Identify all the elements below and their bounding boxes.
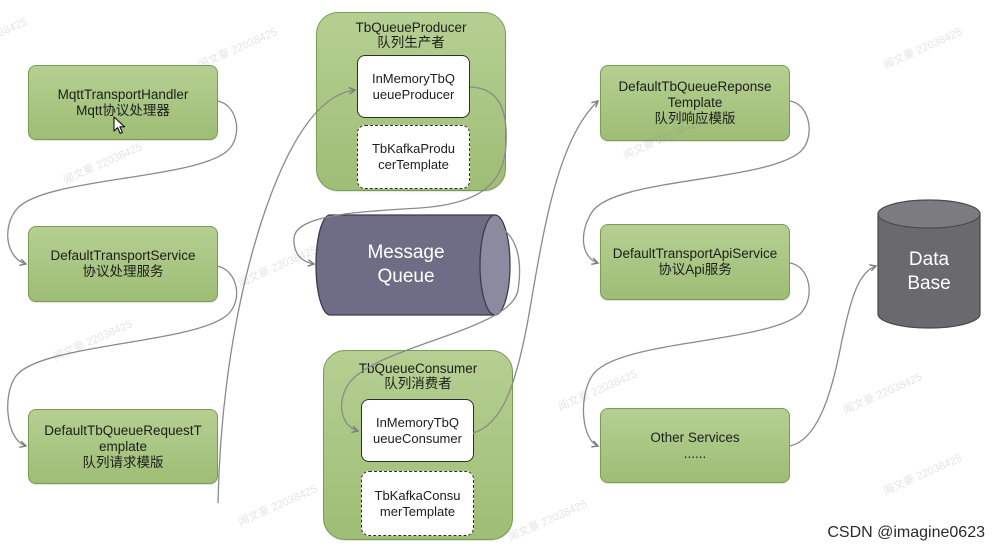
response-template-box: DefaultTbQueueReponse Template 队列响应模版 — [600, 65, 790, 141]
response-template-desc: 队列响应模版 — [654, 111, 736, 126]
message-queue-label: Message Queue — [316, 241, 496, 289]
in-memory-consumer-name-part2: ueueConsumer — [373, 430, 462, 446]
source-credit: CSDN @imagine0623 — [827, 524, 985, 541]
default-transport-service-desc: 协议处理服务 — [82, 264, 164, 279]
producer-group-subtitle: 队列生产者 — [377, 35, 445, 50]
other-services-box: Other Services ...... — [600, 408, 790, 483]
database-label: Data Base — [878, 248, 980, 296]
kafka-producer-name-part1: TbKafkaProdu — [371, 141, 456, 156]
transport-api-service-box: DefaultTransportApiService 协议Api服务 — [600, 224, 790, 300]
watermark: 闻文豪 22038425 — [236, 483, 320, 529]
kafka-consumer-box: TbKafkaConsu merTemplate — [361, 471, 474, 536]
message-queue-label-line2: Queue — [377, 266, 435, 287]
response-template-name-part1: DefaultTbQueueReponse — [618, 79, 772, 94]
transport-api-service-desc: 协议Api服务 — [658, 262, 732, 277]
watermark: 闻文豪 22038425 — [236, 244, 320, 290]
watermark: 闻文豪 22038425 — [506, 498, 590, 544]
in-memory-consumer-name-part1: InMemoryTbQ — [375, 414, 460, 430]
producer-group-title: TbQueueProducer — [355, 20, 467, 35]
other-services-ellipsis: ...... — [683, 445, 707, 461]
request-template-box: DefaultTbQueueRequestT emplate 队列请求模版 — [28, 409, 218, 484]
request-template-name-part1: DefaultTbQueueRequestT — [44, 422, 202, 438]
connector-other-services-to-database — [789, 264, 878, 447]
database-label-line2: Base — [907, 273, 951, 294]
consumer-group-heading: TbQueueConsumer 队列消费者 — [324, 361, 512, 391]
consumer-group-subtitle: 队列消费者 — [384, 376, 452, 391]
database-label-line1: Data — [908, 249, 950, 270]
producer-group-heading: TbQueueProducer 队列生产者 — [317, 20, 505, 50]
watermark: 闻文豪 22038425 — [0, 16, 30, 62]
watermark: 闻文豪 22038425 — [881, 452, 965, 498]
transport-api-service-name: DefaultTransportApiService — [612, 246, 778, 261]
consumer-group-title: TbQueueConsumer — [358, 361, 478, 376]
watermark: 闻文豪 22038425 — [841, 371, 925, 417]
tb-queue-consumer-group: TbQueueConsumer 队列消费者 InMemoryTbQ ueueCo… — [323, 350, 513, 540]
kafka-producer-name-part2: cerTemplate — [378, 157, 449, 172]
tb-queue-producer-group: TbQueueProducer 队列生产者 InMemoryTbQ ueuePr… — [316, 12, 506, 191]
default-transport-service-name: DefaultTransportService — [50, 248, 196, 263]
response-template-name-part2: Template — [667, 95, 723, 110]
in-memory-producer-name-part1: InMemoryTbQ — [371, 70, 456, 86]
watermark: 闻文豪 22038425 — [61, 141, 145, 187]
watermark: 闻文豪 22038425 — [51, 318, 135, 364]
watermark: 闻文豪 22038425 — [881, 26, 965, 72]
request-template-name-part2: emplate — [98, 438, 148, 454]
other-services-name: Other Services — [650, 429, 740, 445]
kafka-producer-box: TbKafkaProdu cerTemplate — [357, 125, 470, 189]
in-memory-producer-name-part2: ueueProducer — [372, 86, 455, 102]
in-memory-producer-box: InMemoryTbQ ueueProducer — [357, 55, 470, 118]
default-transport-service-box: DefaultTransportService 协议处理服务 — [28, 226, 218, 302]
in-memory-consumer-box: InMemoryTbQ ueueConsumer — [361, 399, 474, 462]
mouse-pointer-icon — [113, 116, 126, 134]
kafka-consumer-name-part2: merTemplate — [379, 503, 456, 519]
message-queue-label-line1: Message — [367, 242, 445, 263]
request-template-desc: 队列请求模版 — [82, 454, 164, 470]
kafka-consumer-name-part1: TbKafkaConsu — [374, 487, 461, 503]
mqtt-transport-handler-name: MqttTransportHandler — [57, 86, 189, 102]
